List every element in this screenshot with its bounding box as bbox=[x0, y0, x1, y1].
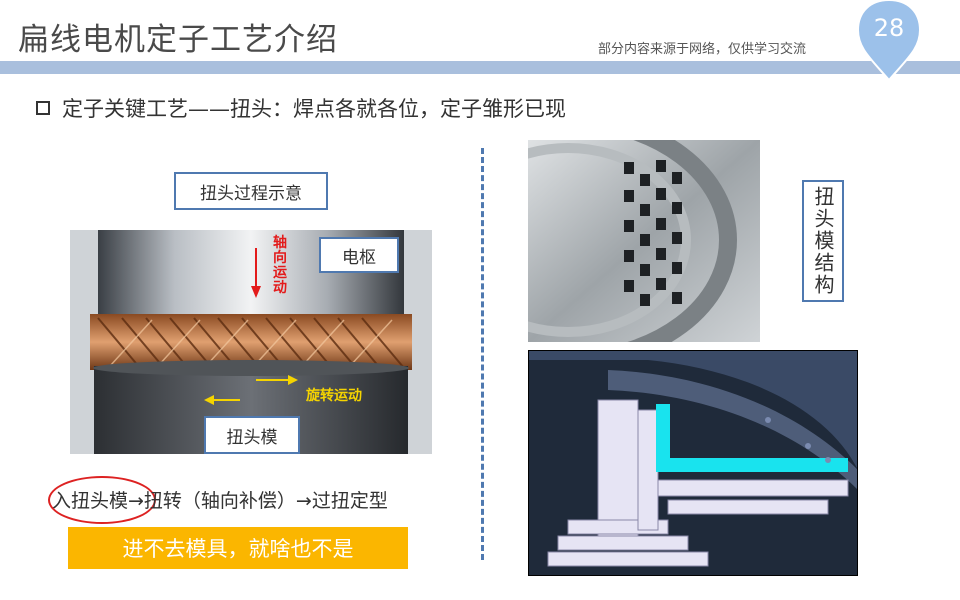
page-title: 扁线电机定子工艺介绍 bbox=[18, 22, 338, 58]
dashed-divider bbox=[481, 148, 484, 560]
rotation-motion-label: 旋转运动 bbox=[306, 388, 362, 404]
bullet-heading: 定子关键工艺——扭头：焊点各就各位，定子雏形已现 bbox=[62, 97, 566, 121]
note-text: 进不去模具，就啥也不是 bbox=[122, 537, 354, 561]
axial-motion-label: 轴向运动 bbox=[273, 235, 287, 296]
twist-die-label: 扭头模 bbox=[204, 416, 300, 454]
highlight-oval bbox=[48, 476, 156, 524]
process-flow-text: 入扭头模→扭转（轴向补偿）→过扭定型 bbox=[52, 490, 388, 512]
twist-die-cad-section bbox=[528, 350, 858, 576]
twist-die-photo bbox=[528, 140, 760, 342]
title-underline-bar bbox=[0, 61, 960, 74]
bullet-square-icon bbox=[36, 101, 50, 115]
page-number: 28 bbox=[873, 14, 905, 42]
source-note: 部分内容来源于网络，仅供学习交流 bbox=[598, 42, 807, 57]
die-structure-label: 扭头模结构 bbox=[802, 180, 844, 302]
twist-process-label: 扭头过程示意 bbox=[174, 172, 328, 210]
note-banner bbox=[68, 527, 408, 569]
armature-label: 电枢 bbox=[319, 237, 399, 273]
page-number-badge bbox=[858, 0, 920, 82]
